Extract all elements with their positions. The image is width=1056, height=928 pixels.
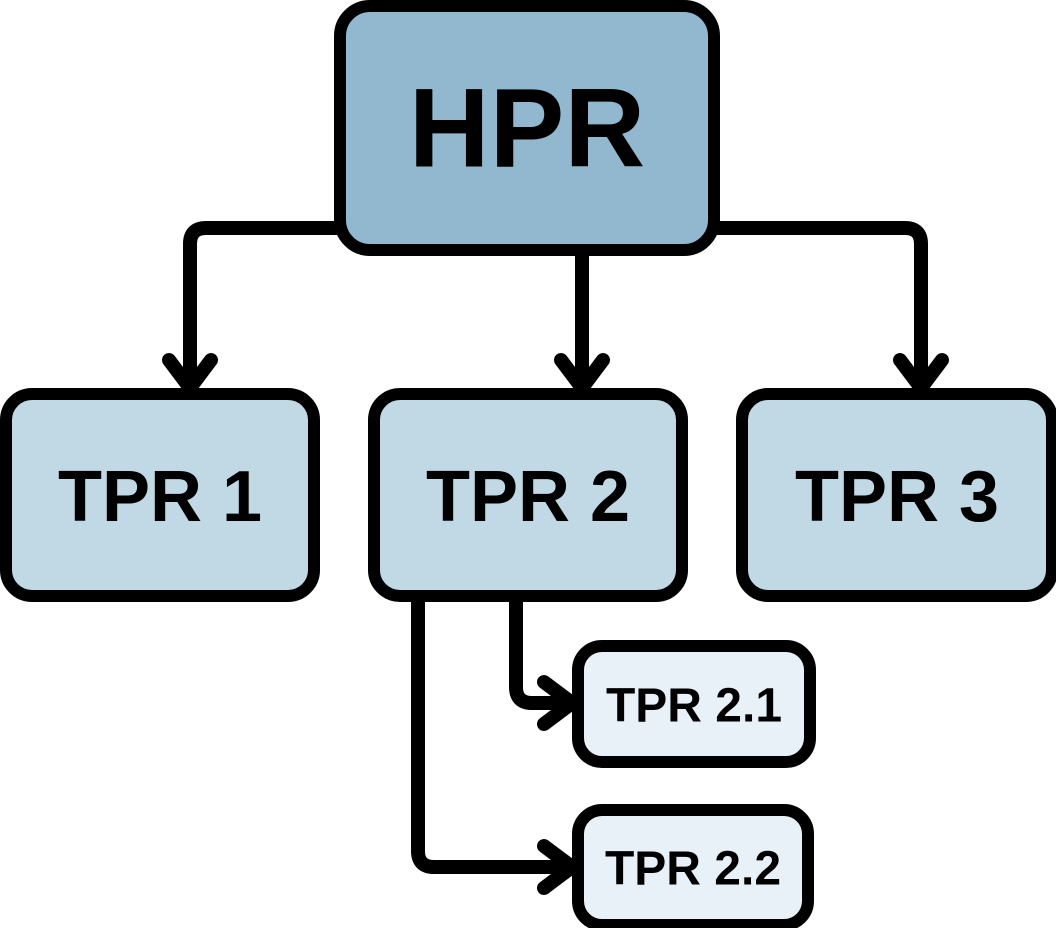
node-tpr1-box — [0, 388, 320, 602]
edge-hpr-tpr3 — [714, 221, 928, 386]
edge-tpr2-tpr21 — [509, 596, 570, 710]
node-tpr22-label: TPR 2.2 — [605, 843, 781, 896]
node-tpr1-label: TPR 1 — [58, 457, 262, 537]
node-tpr1: TPR 1 — [0, 388, 320, 602]
node-hpr-box — [334, 0, 720, 256]
node-hpr-label: HPR — [409, 66, 645, 191]
node-tpr21: TPR 2.1 — [572, 640, 816, 768]
node-tpr3-box — [736, 388, 1056, 602]
node-tpr3: TPR 3 — [736, 388, 1056, 602]
node-tpr2-label: TPR 2 — [426, 457, 630, 537]
node-tpr22: TPR 2.2 — [572, 804, 814, 928]
edge-hpr-tpr1 — [183, 221, 340, 386]
node-tpr21-label: TPR 2.1 — [606, 680, 782, 733]
node-tpr2: TPR 2 — [368, 388, 688, 602]
node-tpr22-box — [572, 804, 814, 928]
node-tpr21-box — [572, 640, 816, 768]
node-hpr: HPR — [334, 0, 720, 256]
node-tpr3-label: TPR 3 — [795, 457, 999, 537]
edge-tpr2-tpr22 — [411, 596, 570, 874]
node-tpr2-box — [368, 388, 688, 602]
